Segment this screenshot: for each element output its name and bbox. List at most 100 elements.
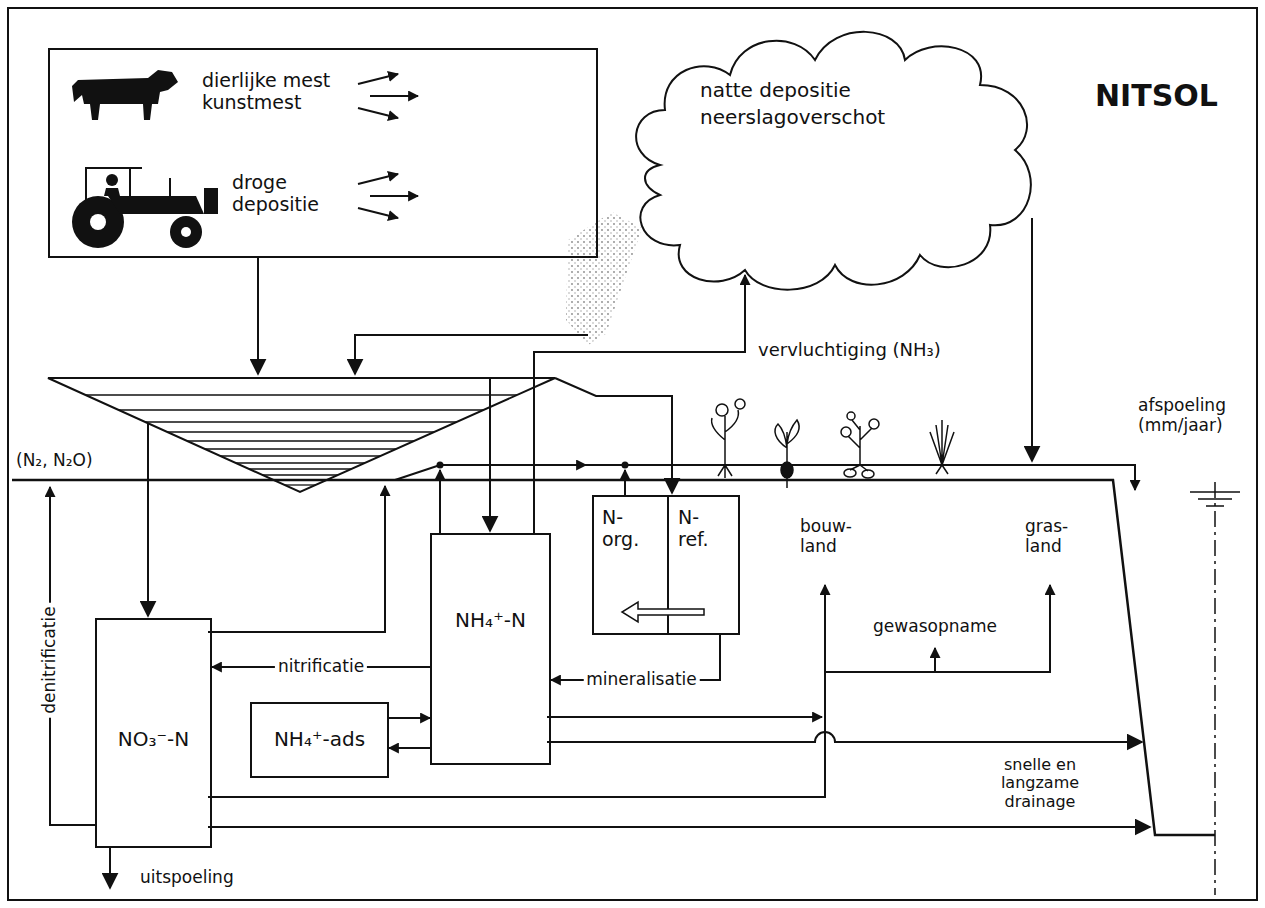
- process-label: uitspoeling: [140, 868, 234, 888]
- flow-arrow: [489, 378, 491, 531]
- flow-arrow: [208, 486, 385, 632]
- soil-surface-triangle: [86, 394, 517, 395]
- flow-arrow: [825, 585, 1050, 672]
- soil-surface-triangle: [262, 474, 338, 475]
- plant-icon: [930, 420, 954, 474]
- flow-lines: [8, 8, 1257, 900]
- node-text: N- org.: [602, 507, 639, 551]
- plant-icon: [716, 404, 728, 416]
- plant-icon: [781, 462, 793, 478]
- plant-icon: [936, 465, 948, 474]
- tractor-icon: [169, 178, 171, 196]
- flow-arrow: [147, 423, 149, 616]
- node-text: dierlijke mest kunstmest: [202, 70, 372, 114]
- plant-icon: [718, 465, 732, 478]
- rain-stipple: [566, 212, 642, 345]
- runoff-line: [395, 465, 1135, 490]
- node-text: NH₄⁺-ads: [252, 728, 387, 751]
- tractor-icon: [170, 216, 202, 248]
- pool-box: NO₃⁻-N: [95, 618, 212, 848]
- input-arrows: [358, 208, 398, 218]
- process-label: denitrificatie: [40, 602, 60, 717]
- input-arrows: [358, 108, 398, 118]
- flow-arrow: [934, 648, 936, 672]
- organic-pool-box: N- org. N- ref.: [592, 495, 740, 635]
- flow-arrow: [389, 717, 430, 719]
- tractor-icon: [90, 214, 106, 230]
- plant-icon: [850, 465, 868, 471]
- plant-icon: [775, 420, 799, 462]
- drainage-arrow: [547, 732, 1142, 742]
- plant-icon: [844, 469, 856, 477]
- flow-arrow: [547, 716, 822, 718]
- node-text: N- ref.: [678, 507, 708, 551]
- plant-icon: [848, 420, 872, 465]
- plant-icon: [786, 478, 788, 488]
- plant-icon: [869, 419, 879, 429]
- flow-label: vervluchtiging (NH₃): [755, 340, 944, 361]
- input-arrows: [370, 95, 418, 97]
- plant-icon: [841, 427, 851, 437]
- tractor-icon: [108, 196, 204, 214]
- atmosphere-cloud: natte depositie neerslagoverschot: [620, 15, 1045, 295]
- flow-label: mineralisatie: [583, 670, 700, 690]
- cow-icon: [72, 70, 178, 120]
- soil-surface-triangle: [86, 395, 517, 485]
- flow-label: nitrificatie: [275, 657, 367, 677]
- frame: [8, 8, 1257, 900]
- pool-box: NH₄⁺-ads: [250, 702, 389, 778]
- soil-surface-triangle: [187, 440, 414, 441]
- input-box: dierlijke mest kunstmest droge depositie: [48, 48, 598, 258]
- tractor-icon: [86, 168, 142, 200]
- land-use-label: bouw- land: [800, 517, 852, 556]
- tractor-icon: [181, 227, 191, 237]
- flow-arrow: [389, 747, 430, 749]
- tractor-icon: [106, 174, 118, 186]
- tractor-icon: [72, 168, 218, 248]
- flow-arrow: [109, 848, 111, 888]
- tractor-icon: [104, 188, 120, 196]
- plant-icon: [775, 420, 799, 488]
- soil-surface-triangle: [167, 431, 434, 432]
- hollow-arrow: [622, 602, 704, 622]
- soil-surface-triangle: [205, 448, 396, 449]
- flow-arrow: [624, 470, 626, 495]
- drainage-arrow: [208, 826, 1150, 828]
- node-text: NH₄⁺-N: [432, 609, 549, 632]
- tractor-icon: [129, 168, 131, 196]
- runoff-arrow: [560, 464, 586, 466]
- plant-icon: [847, 412, 855, 420]
- plant-icon: [930, 420, 954, 465]
- process-label: afspoeling (mm/jaar): [1138, 396, 1226, 435]
- land-use-label: gras- land: [1025, 517, 1068, 556]
- plant-icon: [841, 412, 879, 478]
- process-label: snelle en langzame drainage: [985, 756, 1095, 811]
- input-arrows: [358, 174, 398, 184]
- input-arrows: [358, 74, 398, 84]
- cloud-outline: [620, 15, 1045, 295]
- soil-surface-triangle: [249, 468, 351, 469]
- plant-icon: [712, 399, 745, 478]
- input-arrow: [257, 258, 259, 374]
- pool-box: NH₄⁺-N: [430, 533, 551, 765]
- flow-arrow: [1031, 218, 1033, 461]
- diagram-title: NITSOL: [1095, 78, 1218, 113]
- process-label: gewasopname: [873, 617, 997, 637]
- ditch-axis: [1214, 482, 1216, 895]
- gas-label: (N₂, N₂O): [16, 451, 93, 471]
- plant-icon: [735, 399, 745, 409]
- tractor-icon: [204, 188, 218, 214]
- soil-surface-triangle: [119, 409, 483, 410]
- soil-surface-triangle: [236, 462, 365, 463]
- flow-arrow: [208, 585, 825, 797]
- soil-surface-triangle: [285, 484, 316, 485]
- cloud-outline: [636, 32, 1031, 290]
- node-text: droge depositie: [232, 172, 342, 216]
- flow-arrow: [555, 378, 672, 493]
- soil-surface-triangle: [48, 378, 555, 492]
- deposition-arrow: [355, 335, 588, 374]
- ground-line: [12, 480, 1215, 835]
- input-arrows: [358, 74, 418, 218]
